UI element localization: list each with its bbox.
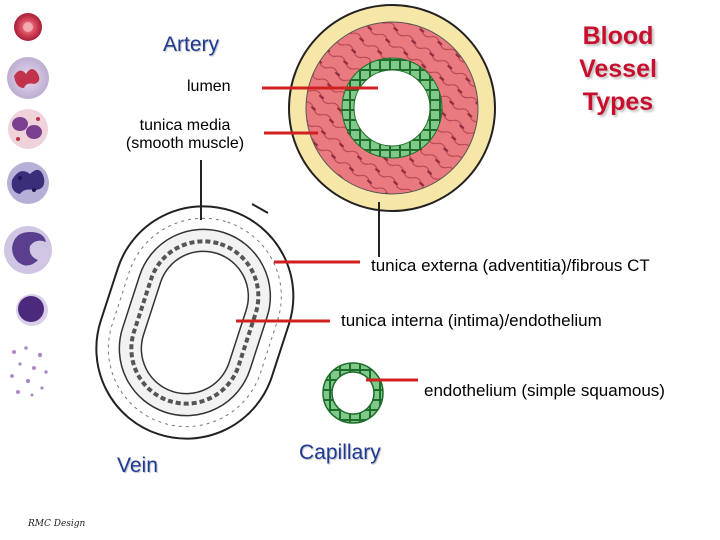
red-blood-cell-icon: [14, 13, 42, 41]
lymphocyte-icon: [16, 294, 48, 326]
tunica-media-line-1: tunica media: [139, 117, 231, 134]
vein-diagram: [95, 205, 295, 440]
basophil-icon: [7, 162, 49, 204]
vein-wall-pointer: [251, 203, 269, 214]
artery-label: Artery: [163, 33, 220, 56]
tunica-media-line-2: (smooth muscle): [125, 135, 245, 152]
tunica-interna-label: tunica interna (intima)/endothelium: [341, 311, 602, 330]
monocyte-icon: [4, 226, 52, 274]
lumen-label: lumen: [187, 78, 231, 95]
title-line-3: Types: [582, 88, 654, 116]
endothelium-label: endothelium (simple squamous): [424, 381, 665, 400]
capillary-label: Capillary: [299, 441, 381, 464]
title-line-2: Vessel: [579, 55, 657, 83]
eosinophil-icon: [8, 109, 48, 149]
vein-label: Vein: [117, 454, 158, 477]
tunica-media-label: tunica media (smooth muscle): [110, 117, 260, 153]
tunica-externa-label: tunica externa (adventitia)/fibrous CT: [371, 256, 650, 275]
platelets-icon: [10, 346, 48, 397]
credit-text: RMC Design: [28, 519, 86, 529]
title: Blood Vessel Types: [562, 20, 674, 119]
title-line-1: Blood: [582, 22, 654, 50]
capillary-diagram: [322, 362, 384, 424]
neutrophil-icon: [7, 57, 49, 99]
artery-diagram: [288, 4, 496, 212]
